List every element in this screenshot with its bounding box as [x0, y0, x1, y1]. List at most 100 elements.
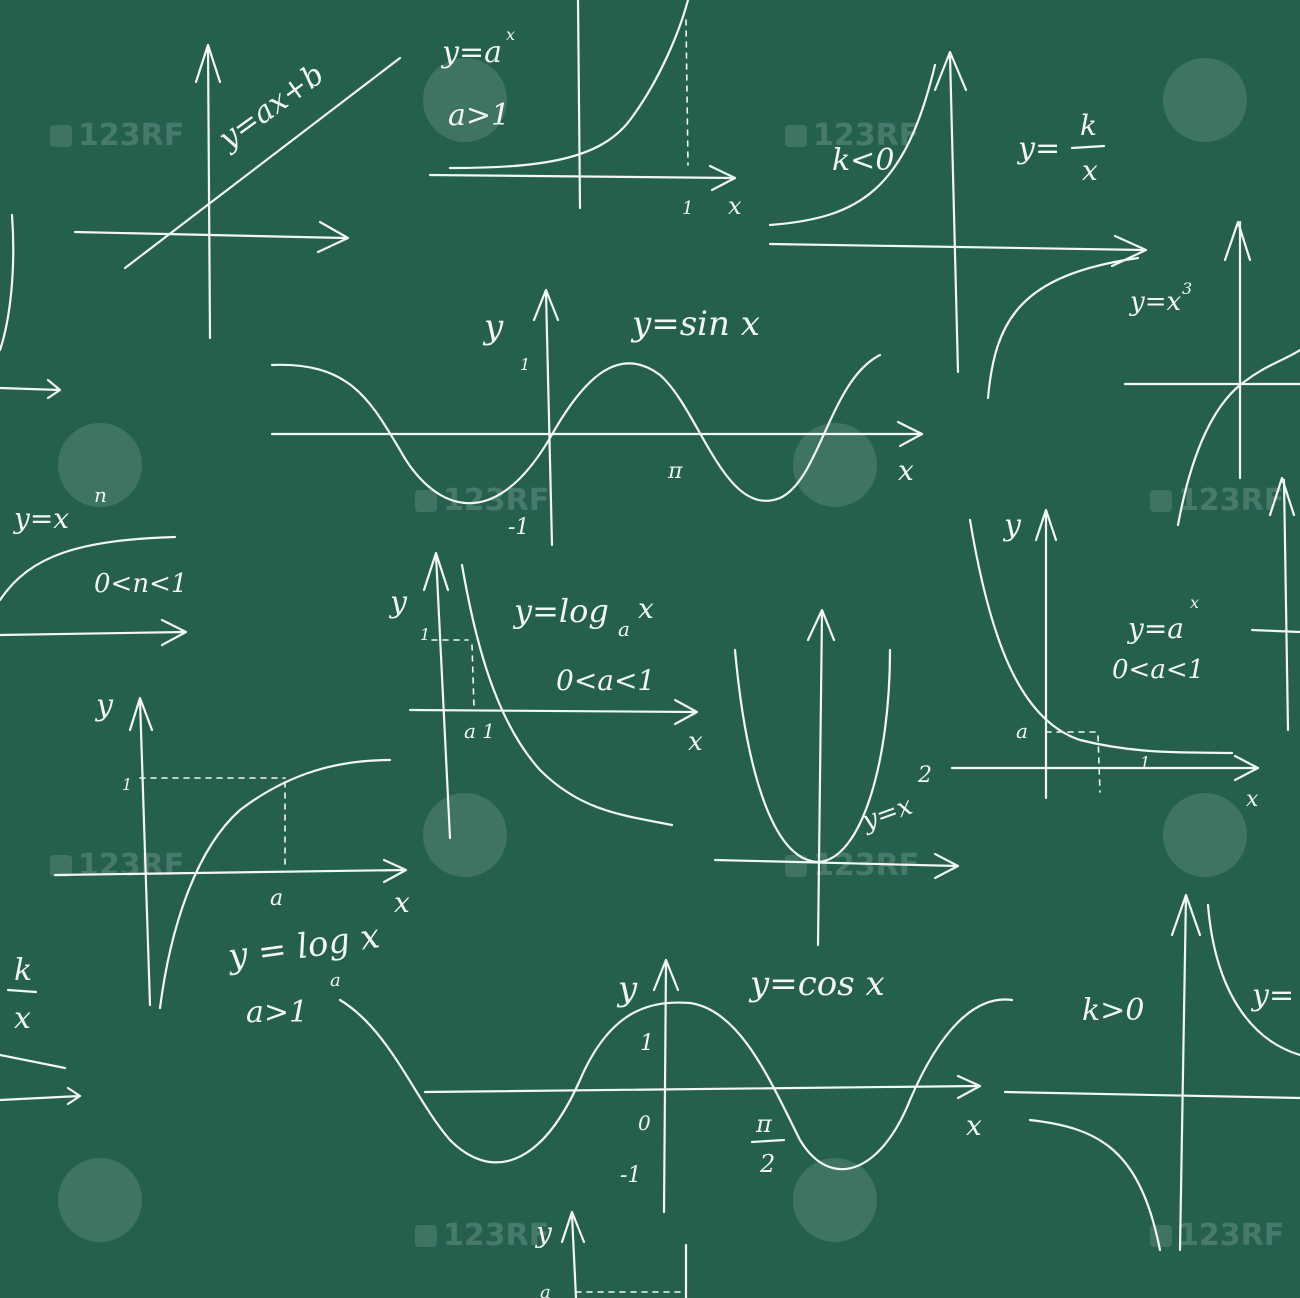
- arrow-icon: [806, 608, 836, 642]
- svg-text:-1: -1: [508, 515, 529, 540]
- svg-text:y: y: [1002, 508, 1022, 543]
- svg-text:0: 0: [638, 1111, 651, 1135]
- svg-text:123RF: 123RF: [443, 483, 549, 518]
- svg-text:123RF: 123RF: [1178, 1218, 1284, 1253]
- power-curve: [0, 535, 177, 602]
- svg-text:k: k: [1080, 109, 1097, 142]
- svg-text:a: a: [618, 617, 630, 641]
- log-decreasing-condition: 0<a<1: [556, 664, 655, 697]
- y-axis: [816, 610, 824, 947]
- svg-text:x: x: [688, 727, 703, 757]
- watermark: 123RF: [1150, 1218, 1284, 1253]
- svg-text:a: a: [1016, 719, 1028, 743]
- power-condition: 0<n<1: [94, 569, 187, 599]
- svg-text:1: 1: [682, 198, 693, 219]
- svg-text:2: 2: [759, 1150, 775, 1178]
- exp-growth-label: y=a: [440, 35, 502, 70]
- arrow-icon: [560, 1210, 586, 1244]
- x-axis: [73, 230, 347, 240]
- svg-text:1: 1: [640, 1031, 654, 1056]
- svg-text:y=: y=: [1250, 978, 1294, 1013]
- arrow-icon: [316, 220, 350, 254]
- sine-title: y=sin x: [630, 304, 760, 344]
- watermark: [58, 1158, 142, 1242]
- svg-text:y: y: [388, 585, 408, 620]
- svg-text:123RF: 123RF: [813, 118, 919, 153]
- hyperbola-branch: [1206, 903, 1300, 1057]
- arrow-icon: [1223, 220, 1252, 262]
- bottom-fragment: y a: [534, 1210, 688, 1298]
- exp-decay-condition: 0<a<1: [1112, 655, 1204, 685]
- x-axis: [768, 242, 1147, 252]
- sine-graph: y 1 y=sin x π -1 x: [270, 288, 924, 547]
- linear-label: y=ax+b: [211, 57, 331, 158]
- watermark: [1163, 58, 1247, 142]
- svg-text:y: y: [94, 688, 114, 723]
- svg-text:1: 1: [1140, 753, 1150, 772]
- cosine-curve: [338, 998, 1014, 1171]
- power-graph: y=x n 0<n<1: [0, 483, 188, 647]
- svg-text:-1: -1: [620, 1163, 641, 1188]
- parabola-curve: [733, 648, 892, 864]
- x-axis: [1003, 1090, 1300, 1100]
- hyperbola-branch: [986, 256, 1140, 400]
- watermark: 123RF: [415, 1218, 549, 1253]
- exp-decay-curve: [968, 518, 1234, 755]
- svg-text:a 1: a 1: [464, 719, 495, 743]
- parabola-graph: y=x 2: [713, 608, 960, 947]
- y-axis: [544, 290, 554, 547]
- y-axis: [206, 43, 212, 340]
- watermark: [58, 423, 142, 507]
- arrow-icon: [673, 698, 699, 726]
- watermark: [423, 58, 507, 142]
- svg-text:x: x: [394, 886, 410, 919]
- arrow-icon: [1034, 508, 1058, 542]
- log-curve: [158, 758, 392, 1010]
- svg-text:π: π: [667, 459, 683, 484]
- watermark: [793, 423, 877, 507]
- arrow-icon: [1170, 893, 1202, 937]
- y-axis: [138, 698, 152, 1007]
- watermark: 123RF: [785, 118, 919, 153]
- exp-growth-condition: a>1: [448, 98, 510, 133]
- svg-text:1: 1: [420, 625, 430, 644]
- y-axis: [1178, 893, 1188, 1252]
- cosine-graph: y y=cos x 1 0 -1 π 2 x: [338, 958, 1014, 1214]
- svg-text:123RF: 123RF: [1178, 483, 1284, 518]
- svg-text:y: y: [616, 969, 638, 1009]
- sine-curve: [270, 353, 882, 505]
- watermark: 123RF: [50, 848, 184, 883]
- log-decreasing-graph: y 1 y=log a x 0<a<1 a 1 x: [388, 551, 703, 840]
- svg-text:123RF: 123RF: [78, 848, 184, 883]
- y-axis: [434, 553, 452, 840]
- exp-decay-graph: y y=a x 0<a<1 a 1 x: [950, 508, 1260, 812]
- svg-text:123RF: 123RF: [443, 1218, 549, 1253]
- hyperbola-positive-graph: k>0 y=: [1003, 893, 1300, 1252]
- watermark: [423, 793, 507, 877]
- power-label: y=x: [12, 502, 69, 535]
- arrow-icon: [708, 164, 737, 192]
- log-increasing-condition: a>1: [246, 995, 308, 1030]
- svg-text:π: π: [755, 1110, 773, 1138]
- x-axis: [428, 173, 737, 180]
- linear-graph: y=ax+b: [73, 43, 402, 340]
- exp-curve: [448, 0, 690, 170]
- arrow-icon: [652, 958, 680, 992]
- arrow-icon: [160, 618, 188, 647]
- hyperbola-branch: [1028, 1118, 1162, 1252]
- arrow-icon: [933, 852, 960, 880]
- x-axis: [713, 858, 960, 868]
- arrow-icon: [422, 551, 450, 592]
- svg-text:1: 1: [122, 775, 132, 794]
- svg-text:y=: y=: [1016, 131, 1060, 166]
- exp-decay-title: y=a: [1126, 612, 1184, 645]
- svg-text:2: 2: [917, 763, 932, 788]
- x-axis: [423, 1084, 980, 1094]
- watermark: 123RF: [50, 118, 184, 153]
- k-condition: k>0: [1082, 993, 1144, 1028]
- svg-text:n: n: [94, 483, 107, 507]
- svg-text:3: 3: [1182, 279, 1192, 298]
- svg-text:1: 1: [520, 355, 530, 374]
- arrow-icon: [933, 50, 968, 92]
